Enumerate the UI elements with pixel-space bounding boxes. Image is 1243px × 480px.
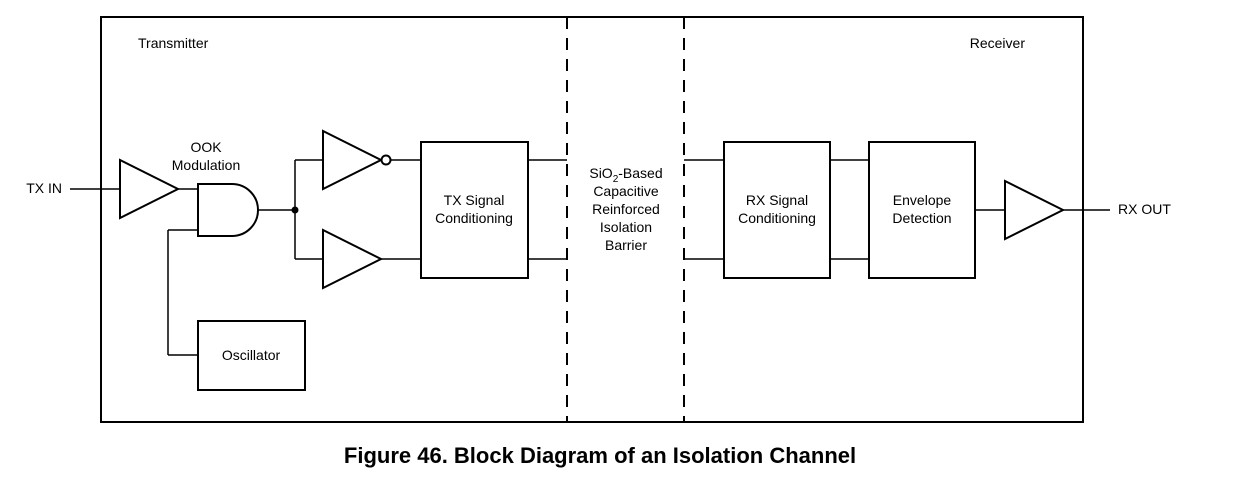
barrier-label-line1: SiO2-Based	[589, 165, 662, 185]
rx-conditioning-label-1: RX Signal	[746, 192, 808, 208]
receiver-label: Receiver	[970, 35, 1026, 51]
barrier-label-line3: Reinforced	[592, 201, 660, 217]
envelope-label-1: Envelope	[893, 192, 952, 208]
input-buffer-symbol	[119, 158, 181, 220]
barrier-label-line5: Barrier	[605, 237, 647, 253]
ook-label: OOK	[190, 139, 222, 155]
rx-out-label: RX OUT	[1118, 201, 1171, 217]
inverter-symbol	[322, 129, 384, 191]
and-gate-symbol	[197, 183, 259, 237]
barrier-label-line2: Capacitive	[593, 183, 659, 199]
rx-conditioning-label-2: Conditioning	[738, 210, 816, 226]
oscillator-label: Oscillator	[222, 347, 281, 363]
transmitter-label: Transmitter	[138, 35, 209, 51]
output-buffer-symbol	[1004, 179, 1066, 241]
tx-conditioning-label-1: TX Signal	[444, 192, 505, 208]
tx-signal-conditioning-block	[420, 141, 529, 279]
envelope-label-2: Detection	[892, 210, 951, 226]
oscillator-block	[197, 320, 306, 391]
rx-signal-conditioning-block	[723, 141, 831, 279]
barrier-label-line4: Isolation	[600, 219, 652, 235]
figure-caption: Figure 46. Block Diagram of an Isolation…	[344, 443, 856, 468]
tx-in-label: TX IN	[26, 180, 62, 196]
buffer-symbol	[322, 228, 384, 290]
inverter-bubble	[380, 154, 392, 166]
modulation-label: Modulation	[172, 157, 241, 173]
outer-frame	[100, 16, 1084, 423]
tx-conditioning-label-2: Conditioning	[435, 210, 513, 226]
